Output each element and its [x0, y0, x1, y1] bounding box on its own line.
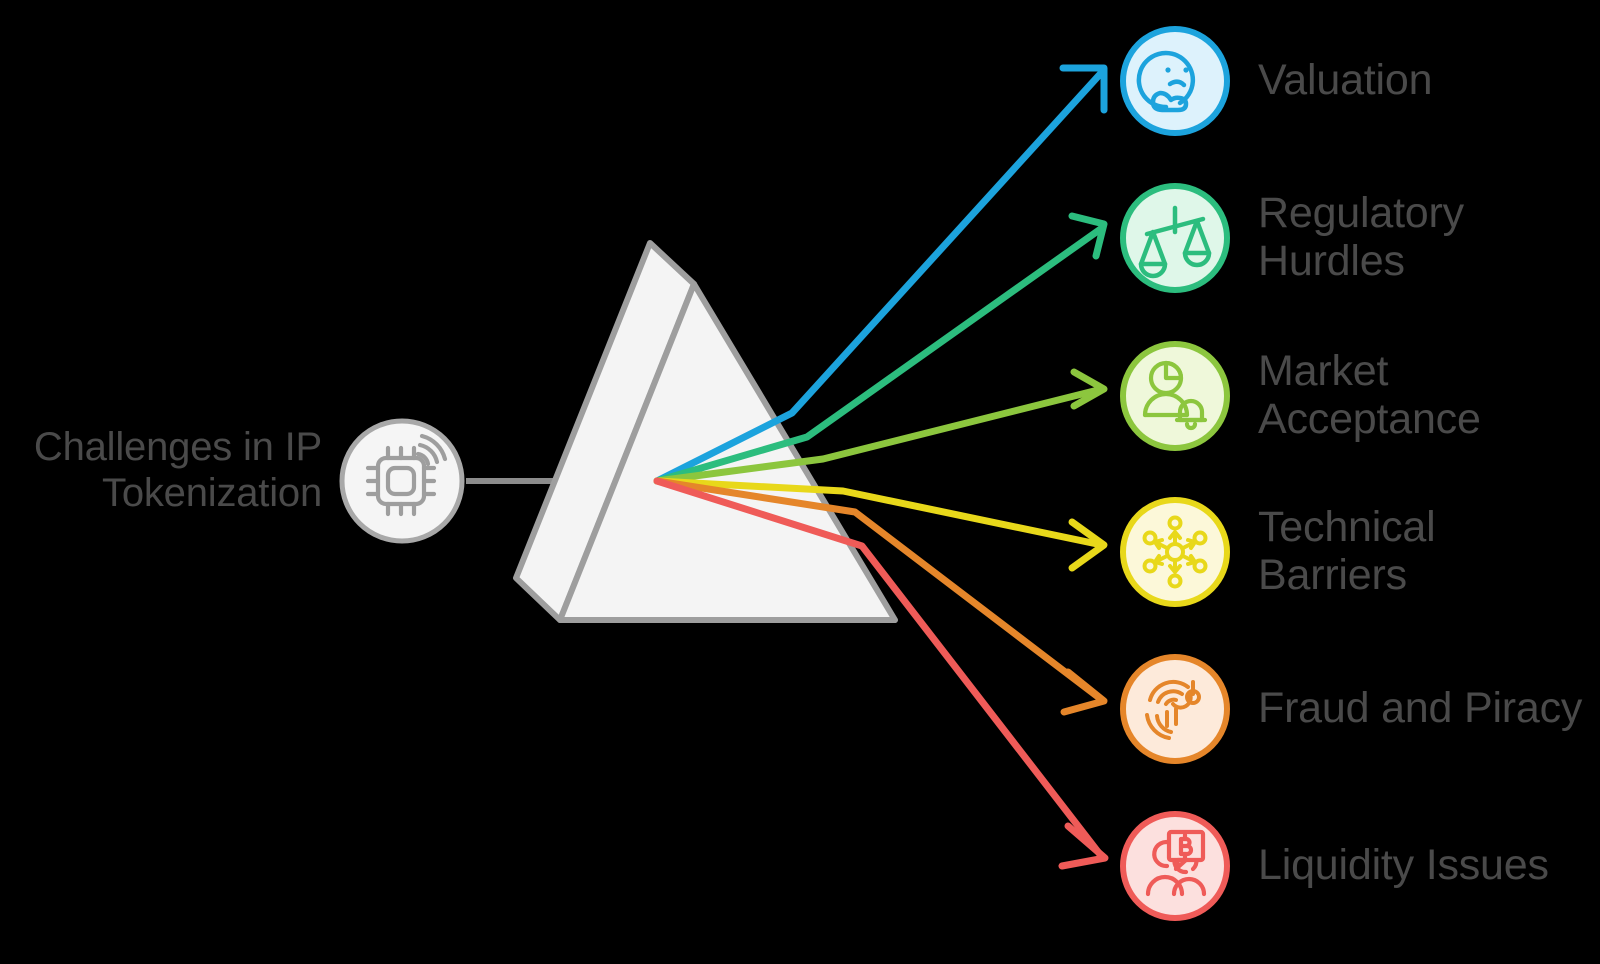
branch-label-liquidity-issues: Liquidity Issues — [1258, 841, 1549, 889]
arrowhead-fraud-and-piracy — [1060, 668, 1108, 716]
ray-arrowheads — [1058, 64, 1109, 870]
branch-node-market-acceptance[interactable] — [1120, 341, 1230, 451]
branch-node-regulatory-hurdles[interactable] — [1120, 183, 1230, 293]
branch-label-technical-barriers: Technical Barriers — [1258, 503, 1436, 600]
branch-node-fraud-and-piracy[interactable] — [1120, 654, 1230, 764]
prism-internal-edge — [513, 242, 653, 579]
ray-valuation — [653, 68, 1106, 485]
arrowhead-liquidity-issues — [1058, 822, 1109, 870]
network-nodes-icon — [1142, 515, 1208, 589]
branch-label-regulatory-hurdles: Regulatory Hurdles — [1258, 189, 1464, 286]
ray-liquidity-issues — [653, 477, 1106, 861]
branch-node-valuation[interactable] — [1120, 26, 1230, 136]
arrowhead-market-acceptance — [1070, 368, 1108, 410]
branch-label-fraud-and-piracy: Fraud and Piracy — [1258, 684, 1583, 732]
branch-node-liquidity-issues[interactable] — [1120, 811, 1230, 921]
fingerprint-hook-icon — [1145, 679, 1201, 740]
prism-front-face — [557, 281, 898, 623]
branch-label-valuation: Valuation — [1258, 56, 1433, 104]
prism-shape — [513, 240, 898, 623]
branch-label-market-acceptance: Market Acceptance — [1258, 347, 1481, 444]
people-bitcoin-chat-icon — [1145, 829, 1207, 897]
branch-circle-technical-barriers — [1120, 497, 1230, 607]
arrowhead-technical-barriers — [1068, 518, 1108, 572]
microchip-signal-icon — [365, 433, 448, 517]
branch-circle-regulatory-hurdles — [1120, 183, 1230, 293]
dispersion-rays — [653, 68, 1106, 861]
ray-technical-barriers — [653, 477, 1106, 549]
balance-scales-icon — [1138, 205, 1212, 279]
arrowhead-regulatory-hurdles — [1068, 212, 1108, 260]
arrowhead-valuation — [1059, 64, 1108, 114]
source-label: Challenges in IP Tokenization — [33, 425, 322, 516]
source-node-circle — [339, 418, 465, 544]
ray-fraud-and-piracy — [653, 477, 1106, 704]
branch-node-technical-barriers[interactable] — [1120, 497, 1230, 607]
thinking-face-icon — [1136, 50, 1196, 113]
source-node[interactable] — [339, 418, 465, 544]
audience-analytics-icon — [1142, 360, 1208, 431]
ray-market-acceptance — [653, 385, 1106, 485]
ray-regulatory-hurdles — [653, 224, 1106, 485]
